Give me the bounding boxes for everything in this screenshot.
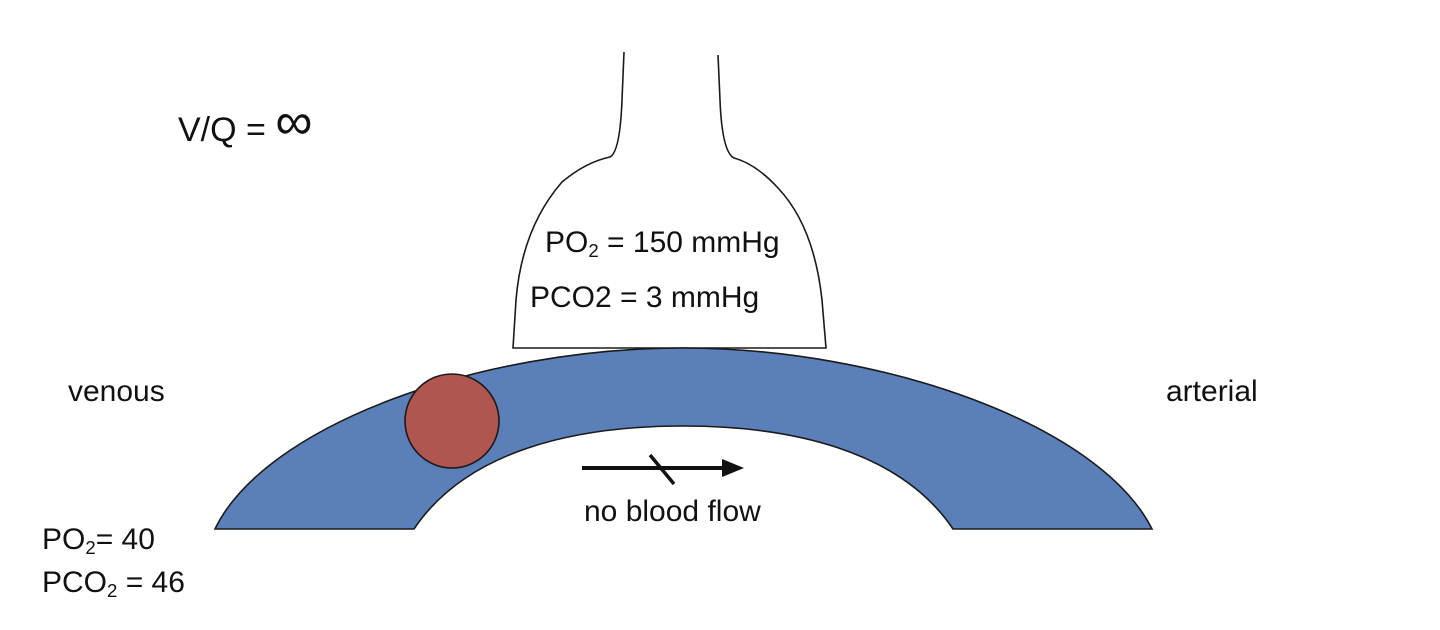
no-blood-flow-label: no blood flow bbox=[584, 495, 761, 528]
venous-pco2: PCO2 = 46 bbox=[42, 566, 185, 602]
infinity-symbol: ∞ bbox=[275, 93, 312, 151]
venous-label: venous bbox=[68, 375, 165, 408]
vq-ratio-text: V/Q = bbox=[178, 111, 276, 150]
blocked-flow-arrow-icon bbox=[582, 453, 744, 486]
arterial-label: arterial bbox=[1166, 375, 1258, 408]
alveolar-pco2: PCO2 = 3 mmHg bbox=[530, 281, 760, 314]
vq-ratio-label: V/Q = ∞ bbox=[178, 93, 312, 151]
red-blood-cell bbox=[404, 373, 500, 469]
venous-po2: PO2= 40 bbox=[42, 523, 155, 559]
alveolar-po2: PO2 = 150 mmHg bbox=[545, 226, 780, 262]
